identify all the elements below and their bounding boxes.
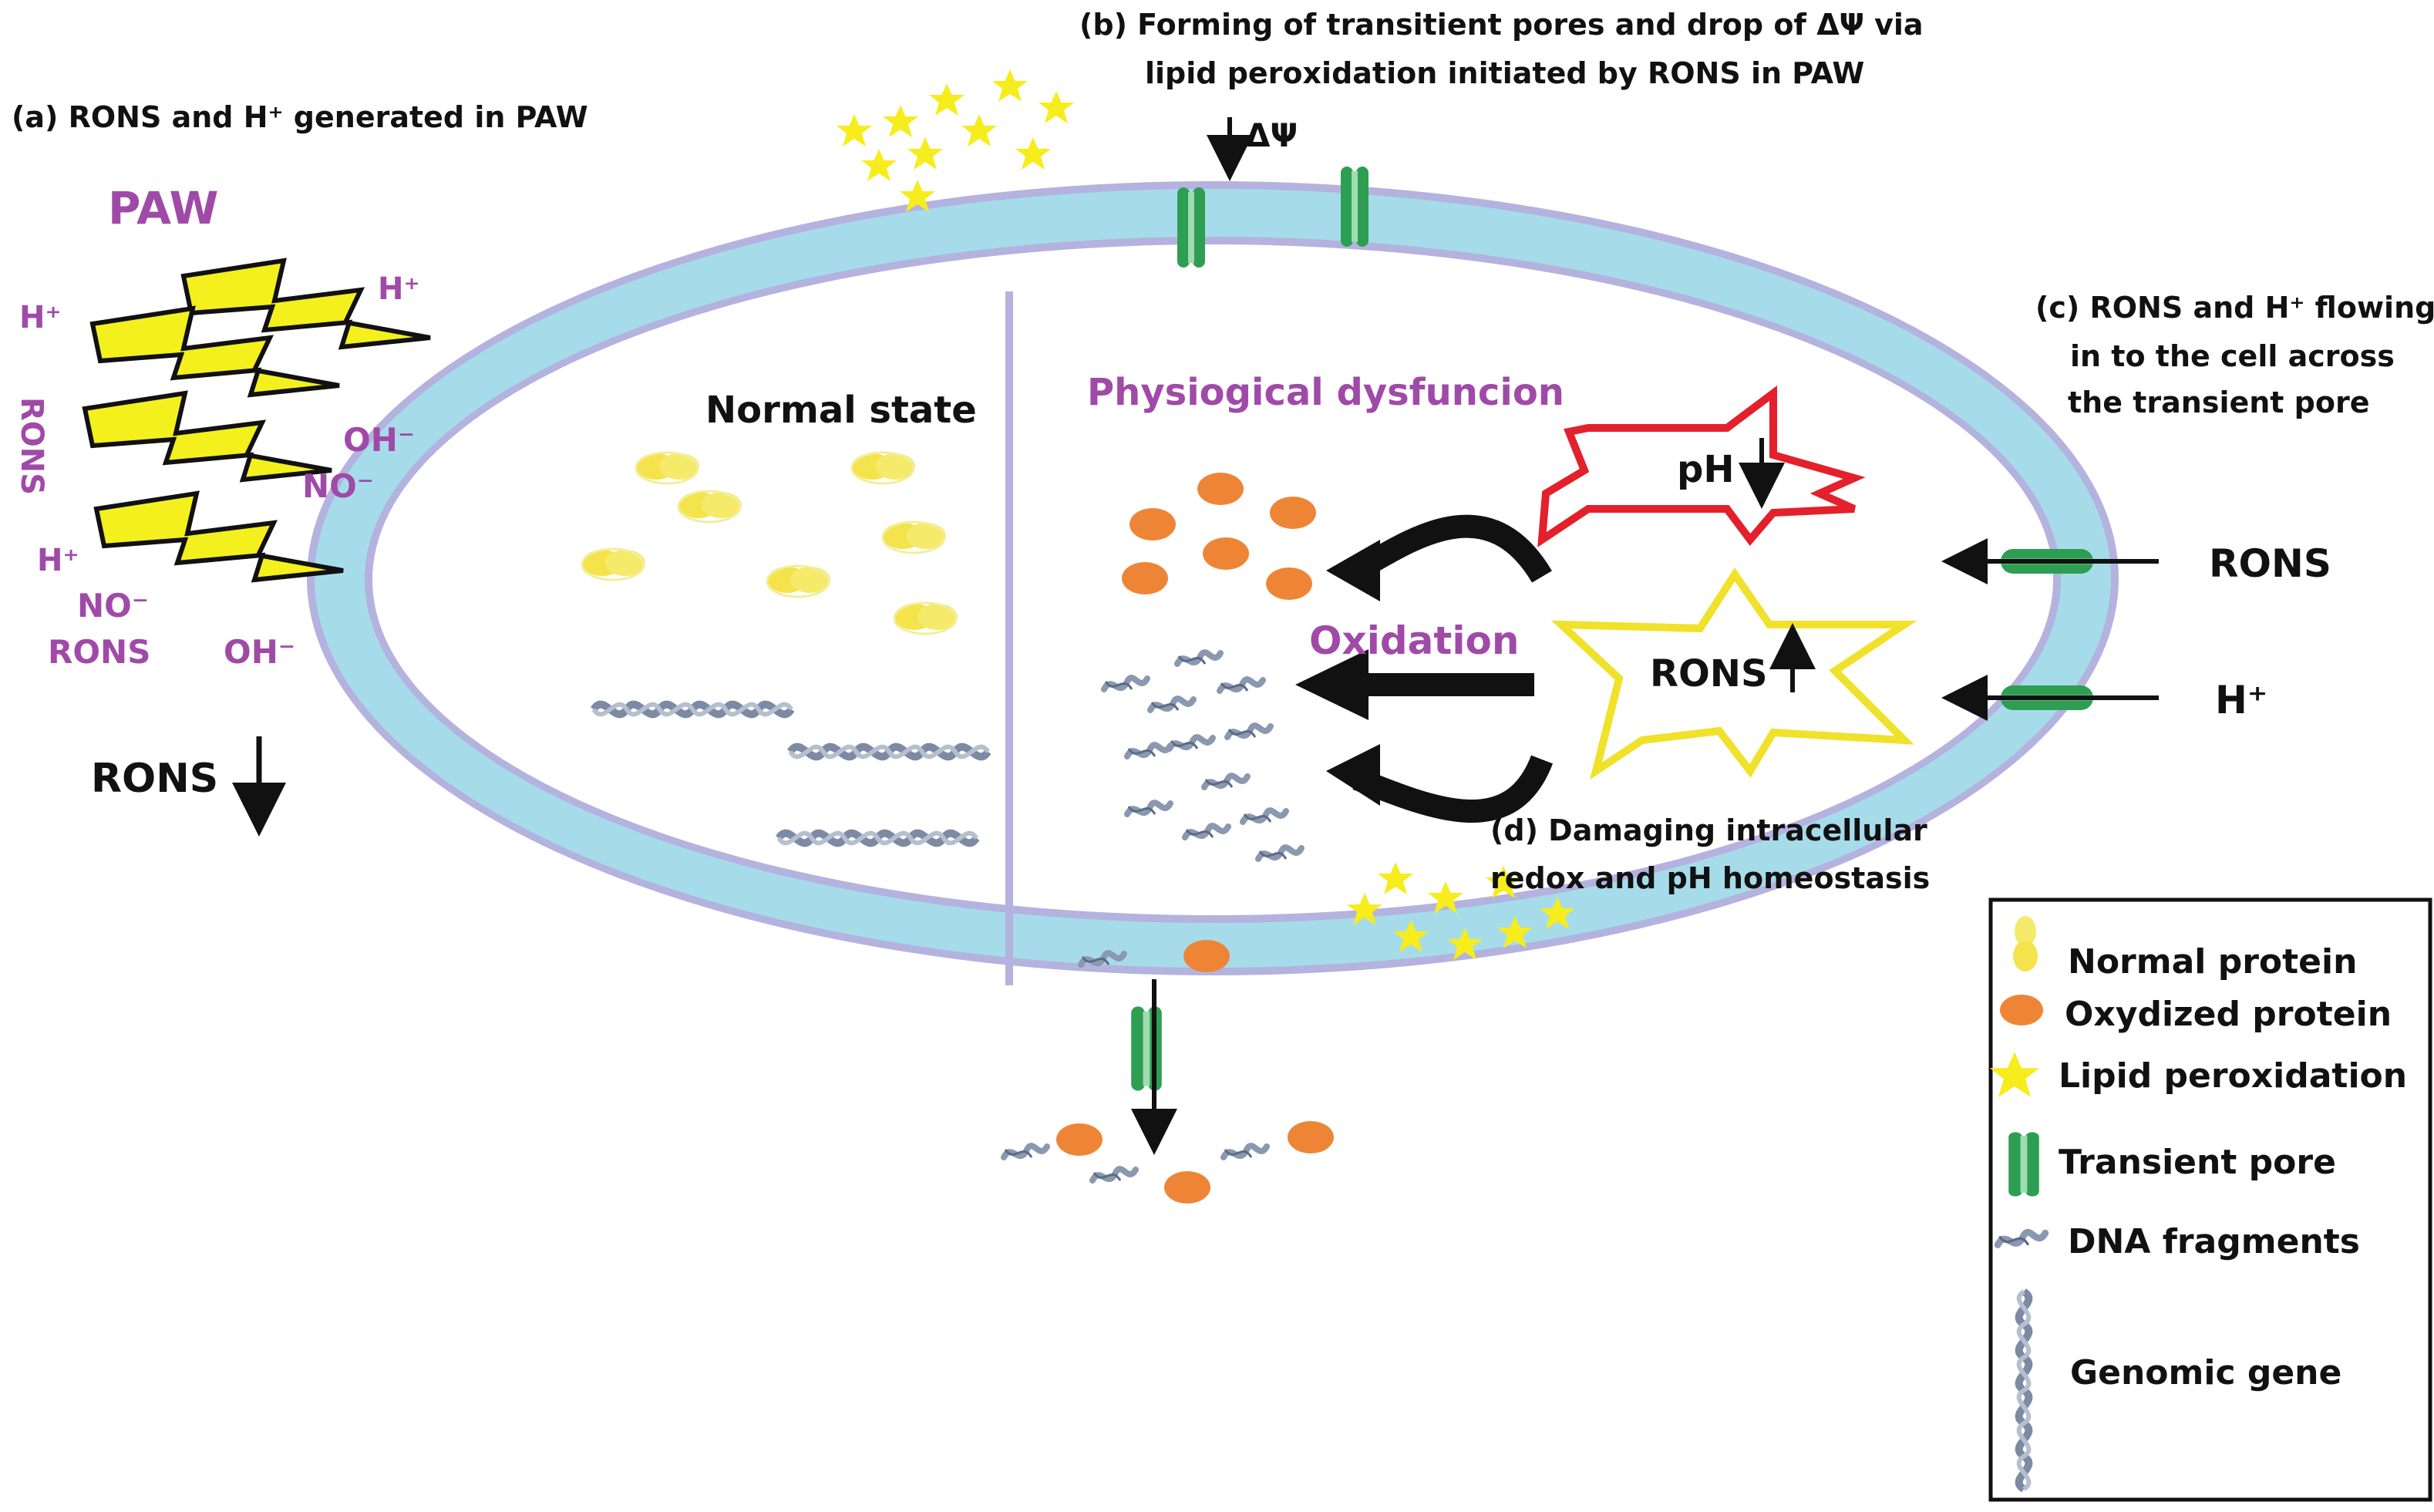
ion-oh-minus: OH⁻ [224, 633, 295, 671]
pore-icon [1131, 1006, 1162, 1091]
annotation-d-line1: (d) Damaging intracellular [1490, 813, 1927, 847]
legend-label: Normal protein [2068, 942, 2357, 982]
released-fragments [1004, 940, 1334, 1204]
pore-icon [2008, 1132, 2039, 1197]
annotation-a: (a) RONS and H⁺ generated in PAW [12, 100, 588, 134]
oxidation-label: Oxidation [1309, 618, 1519, 663]
ion-h-plus: H⁺ [19, 300, 62, 335]
annotation-c-line3: the transient pore [2068, 386, 2370, 419]
oxidation-arrow-middle-head [1295, 649, 1368, 720]
influx-rons-label: RONS [2209, 541, 2331, 586]
oxidized-protein-icon [2000, 995, 2043, 1025]
legend: Normal protein Oxydized protein Lipid pe… [1988, 897, 2432, 1502]
oxidation-arrow-bottom [1352, 755, 1554, 823]
oxidation-arrow-middle [1357, 673, 1534, 696]
normal-protein-icon [2013, 916, 2038, 972]
ion-no-minus: NO⁻ [302, 467, 374, 505]
lightning-icon [96, 493, 343, 580]
legend-box [1988, 897, 2432, 1502]
delta-psi-label: ΔΨ [1245, 116, 1298, 154]
ion-h-plus: H⁺ [37, 543, 79, 578]
annotation-c-line2: in to the cell across [2070, 339, 2395, 373]
dysfunction-label: Physiogical dysfuncion [1087, 371, 1564, 414]
ion-oh-minus: OH⁻ [343, 421, 415, 459]
ion-rons-vertical: RONS [14, 397, 49, 495]
annotation-d-line2: redox and pH homeostasis [1490, 861, 1930, 895]
legend-label: DNA fragments [2068, 1222, 2360, 1261]
legend-label: Genomic gene [2070, 1353, 2341, 1392]
legend-label: Transient pore [2059, 1143, 2336, 1182]
oxidation-arrow-top-head [1326, 540, 1380, 601]
state-divider [1005, 291, 1013, 985]
legend-label: Lipid peroxidation [2059, 1056, 2407, 1096]
normal-state-label: Normal state [705, 389, 977, 432]
ion-no-minus: NO⁻ [77, 587, 149, 625]
oxidation-arrow-bottom-head [1326, 744, 1380, 806]
ion-rons: RONS [48, 633, 150, 671]
legend-label: Oxydized protein [2065, 995, 2392, 1034]
pore-icon [1341, 167, 1368, 247]
influx-h-label: H⁺ [2215, 678, 2267, 722]
ph-label: pH [1677, 448, 1735, 491]
annotation-c-line1: (c) RONS and H⁺ flowing [2035, 291, 2434, 325]
rons-increase-label: RONS [1650, 652, 1768, 695]
lightning-icon [85, 393, 332, 480]
dna-helix-icon [2019, 1291, 2029, 1490]
paw-title: PAW [108, 182, 218, 234]
paw-rons-decrease: RONS [91, 756, 218, 802]
annotation-b-line1: (b) Forming of transitient pores and dro… [1079, 8, 1924, 42]
annotation-b-line2: lipid peroxidation initiated by RONS in … [1145, 56, 1864, 90]
pore-icon [1177, 187, 1205, 268]
ion-h-plus: H⁺ [378, 271, 420, 307]
rons-increase-badge [1550, 567, 1917, 780]
